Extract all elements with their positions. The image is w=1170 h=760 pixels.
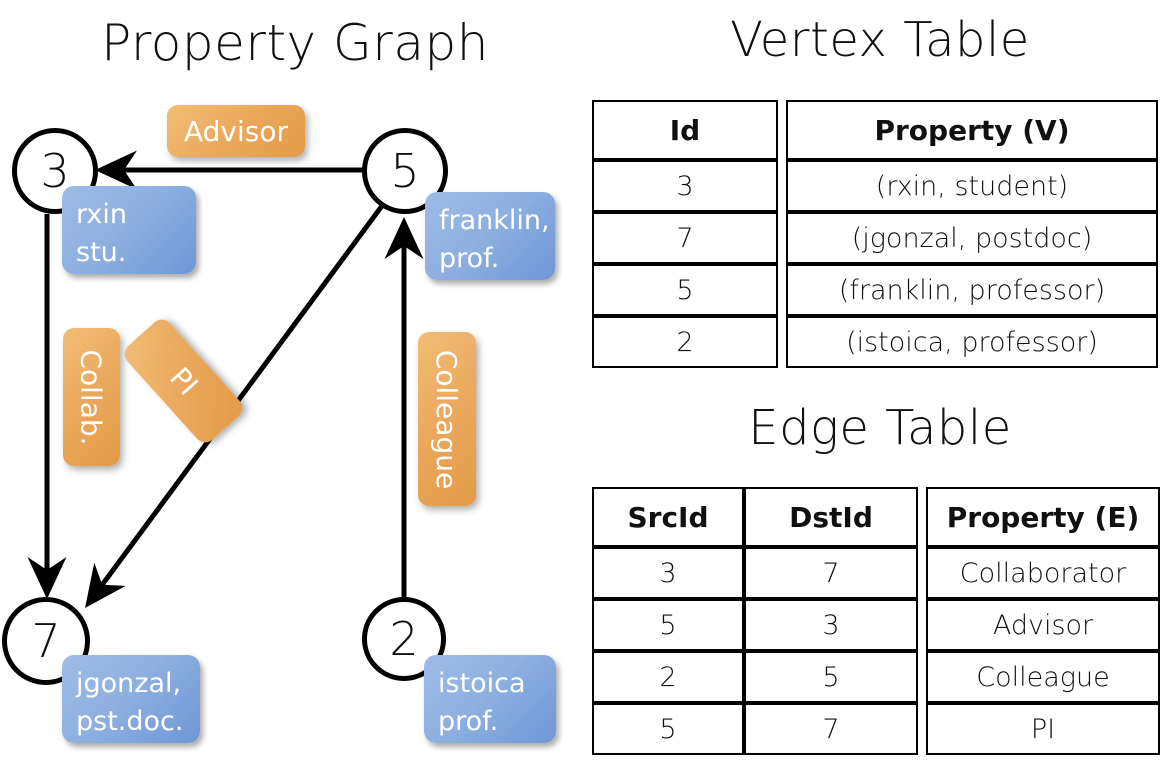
vertex-prop-box-5-line1: franklin,: [439, 205, 550, 236]
vertex-row-1-property: (jgonzal, postdoc): [786, 212, 1158, 264]
edge-row-0-property: Collaborator: [926, 547, 1160, 599]
vertex-table-header-id: Id: [592, 100, 778, 160]
vertex-prop-box-3: rxin stu.: [62, 186, 196, 274]
vertex-row-2-id: 5: [592, 264, 778, 316]
edge-row-1-property: Advisor: [926, 599, 1160, 651]
vertex-row-3-id: 2: [592, 316, 778, 368]
table-row[interactable]: 7 (jgonzal, postdoc): [592, 212, 1158, 264]
vertex-prop-box-5: franklin, prof.: [425, 192, 555, 280]
table-row[interactable]: 3 (rxin, student): [592, 160, 1158, 212]
vertex-row-3-property: (istoica, professor): [786, 316, 1158, 368]
vertex-prop-box-2: istoica prof.: [424, 655, 556, 743]
vertex-prop-box-2-line2: prof.: [438, 706, 499, 738]
table-row[interactable]: 3 7 Collaborator: [592, 547, 1160, 599]
edge-row-2-src: 2: [592, 651, 744, 703]
edge-table: SrcId DstId Property (E) 3 7 Collaborato…: [592, 487, 1160, 755]
vertex-row-0-property: (rxin, student): [786, 160, 1158, 212]
edge-table-column-gap: [918, 651, 926, 703]
edge-table-header-property: Property (E): [926, 487, 1160, 547]
edge-row-1-dst: 3: [744, 599, 918, 651]
vertex-table-column-gap: [778, 160, 786, 212]
vertex-prop-box-7: jgonzal, pst.doc.: [62, 655, 200, 743]
edge-row-3-src: 5: [592, 703, 744, 755]
edge-label-collab: Collab.: [63, 328, 120, 466]
edge-row-0-dst: 7: [744, 547, 918, 599]
edge-table-column-gap: [918, 487, 926, 547]
graph-node-5-label: 5: [390, 144, 420, 198]
edge-row-3-dst: 7: [744, 703, 918, 755]
vertex-row-2-property: (franklin, professor): [786, 264, 1158, 316]
vertex-row-1-id: 7: [592, 212, 778, 264]
graph-node-5[interactable]: 5: [362, 128, 448, 214]
graph-node-2[interactable]: 2: [362, 597, 446, 681]
vertex-prop-box-7-line1: jgonzal,: [76, 668, 182, 699]
vertex-prop-box-2-line1: istoica: [438, 668, 526, 699]
vertex-row-0-id: 3: [592, 160, 778, 212]
table-row[interactable]: 2 (istoica, professor): [592, 316, 1158, 368]
edge-table-column-gap: [918, 703, 926, 755]
vertex-prop-box-5-line2: prof.: [439, 243, 500, 275]
edge-label-advisor: Advisor: [167, 105, 305, 157]
edge-table-header-srcid: SrcId: [592, 487, 744, 547]
edge-label-colleague: Colleague: [418, 332, 476, 506]
edge-table-header-row: SrcId DstId Property (E): [592, 487, 1160, 547]
edge-label-pi-text: PI: [162, 360, 205, 402]
vertex-table-header-property: Property (V): [786, 100, 1158, 160]
table-row[interactable]: 5 7 PI: [592, 703, 1160, 755]
edge-table-header-dstid: DstId: [744, 487, 918, 547]
edge-row-2-dst: 5: [744, 651, 918, 703]
property-graph-diagram: 3 5 7 2 rxin stu. franklin, prof. jgonza…: [2, 105, 556, 743]
vertex-prop-box-3-line2: stu.: [76, 237, 127, 269]
vertex-table-column-gap: [778, 316, 786, 368]
vertex-prop-box-7-line2: pst.doc.: [76, 706, 184, 738]
edge-label-advisor-text: Advisor: [183, 114, 288, 148]
vertex-table-column-gap: [778, 264, 786, 316]
vertex-table-column-gap: [778, 212, 786, 264]
table-row[interactable]: 5 (franklin, professor): [592, 264, 1158, 316]
page-title-property-graph: Property Graph: [101, 14, 489, 72]
page-title-edge-table: Edge Table: [748, 400, 1012, 456]
vertex-table: Id Property (V) 3 (rxin, student) 7 (jgo…: [592, 100, 1158, 368]
table-row[interactable]: 5 3 Advisor: [592, 599, 1160, 651]
edge-row-0-src: 3: [592, 547, 744, 599]
edge-label-colleague-text: Colleague: [430, 349, 464, 489]
edge-row-1-src: 5: [592, 599, 744, 651]
page-title-vertex-table: Vertex Table: [730, 12, 1030, 68]
edge-label-collab-text: Collab.: [75, 348, 109, 446]
edge-row-3-property: PI: [926, 703, 1160, 755]
table-row[interactable]: 2 5 Colleague: [592, 651, 1160, 703]
vertex-table-header-row: Id Property (V): [592, 100, 1158, 160]
graph-node-7-label: 7: [31, 614, 61, 668]
vertex-table-column-gap: [778, 100, 786, 160]
edge-row-2-property: Colleague: [926, 651, 1160, 703]
edge-table-column-gap: [918, 599, 926, 651]
edge-table-column-gap: [918, 547, 926, 599]
graph-node-2-label: 2: [389, 612, 419, 666]
vertex-prop-box-3-line1: rxin: [76, 199, 127, 230]
